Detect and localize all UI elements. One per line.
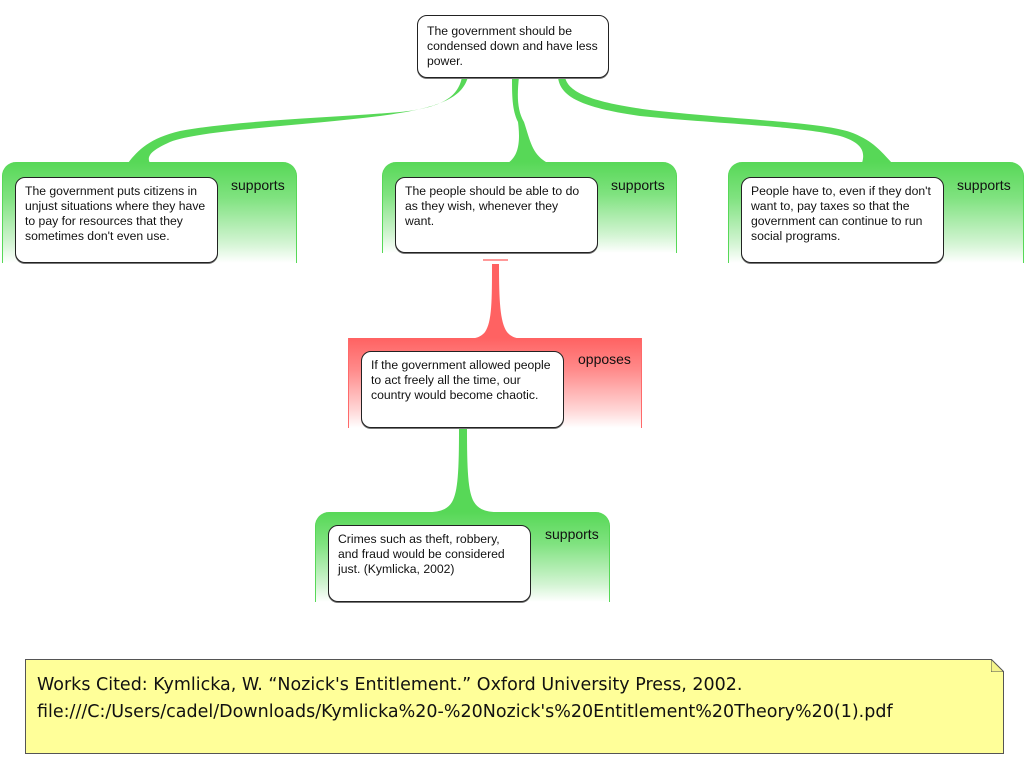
relation-label-supports: supports (545, 526, 599, 542)
reason-claim-3[interactable]: People have to, even if they don't want … (741, 177, 944, 263)
reason-claim-1[interactable]: The government puts citizens in unjust s… (15, 177, 218, 263)
reason-claim-2[interactable]: The people should be able to do as they … (395, 177, 598, 253)
connector-root-to-reason-2 (508, 77, 548, 163)
works-cited-line-1: Works Cited: Kymlicka, W. “Nozick's Enti… (37, 675, 743, 695)
connector-objection-to-rebuttal (430, 428, 496, 512)
objection-claim[interactable]: If the government allowed people to act … (361, 351, 564, 428)
works-cited-line-2: file:///C:/Users/cadel/Downloads/Kymlick… (37, 702, 893, 722)
works-cited-note[interactable] (25, 659, 1004, 754)
root-claim[interactable]: The government should be condensed down … (417, 15, 609, 78)
rebuttal-claim[interactable]: Crimes such as theft, robbery, and fraud… (328, 525, 531, 602)
relation-label-opposes: opposes (578, 351, 631, 367)
connector-stub (483, 259, 508, 261)
connector-reason-to-objection (462, 264, 530, 339)
note-fold-corner (991, 659, 1004, 672)
relation-label-supports: supports (231, 177, 285, 193)
connector-root-to-reason-3 (558, 77, 892, 163)
works-cited-text: Works Cited: Kymlicka, W. “Nozick's Enti… (37, 672, 893, 726)
connector-root-to-reason-1 (128, 77, 468, 163)
relation-label-supports: supports (957, 177, 1011, 193)
relation-label-supports: supports (611, 177, 665, 193)
